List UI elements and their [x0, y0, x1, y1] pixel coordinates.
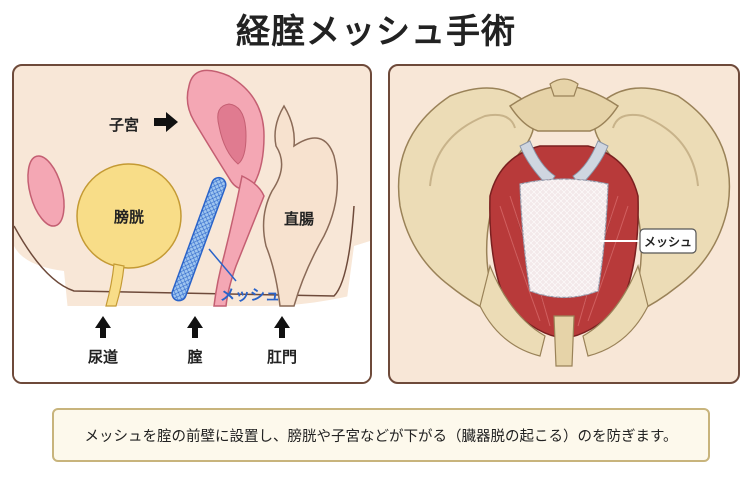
left-ischium-bone	[479, 264, 546, 357]
mesh-label-right: メッシュ	[644, 235, 692, 249]
anus-label: 肛門	[267, 348, 297, 366]
uterus-arrow-icon	[154, 112, 178, 132]
page-title: 経腟メッシュ手術	[236, 12, 516, 52]
pelvis-illustration-panel: メッシュ	[388, 64, 740, 384]
bladder-label: 膀胱	[114, 208, 144, 226]
mesh-pointer-line	[208, 248, 237, 282]
sagittal-diagram: 膀胱 直腸 メッシュ 子宮 尿道 腟 肛門	[14, 69, 370, 382]
pelvis-illustration: メッシュ	[397, 78, 731, 367]
mesh-sheet	[519, 178, 609, 299]
mesh-label: メッシュ	[220, 286, 280, 304]
sagittal-diagram-panel: 膀胱 直腸 メッシュ 子宮 尿道 腟 肛門	[12, 64, 372, 384]
rectum-label: 直腸	[284, 210, 314, 228]
urethra-label: 尿道	[88, 348, 118, 366]
bladder-shape	[76, 163, 182, 307]
anus-arrow-icon	[274, 316, 290, 338]
urethra-arrow-icon	[95, 316, 111, 338]
caption-text: メッシュを腟の前壁に設置し、膀胱や子宮などが下がる（臓器脱の起こる）のを防ぎます…	[84, 428, 678, 445]
coccyx-bone	[553, 315, 575, 367]
right-ischium-bone	[582, 264, 649, 357]
pubic-bone-shape	[27, 155, 65, 227]
vagina-label: 腟	[187, 348, 202, 366]
uterus-shape	[186, 69, 265, 190]
vagina-shape	[213, 174, 265, 307]
caption-box: メッシュを腟の前壁に設置し、膀胱や子宮などが下がる（臓器脱の起こる）のを防ぎます…	[52, 408, 710, 462]
rectum-shape	[262, 104, 339, 307]
mesh-label-box	[639, 228, 697, 254]
vagina-arrow-icon	[187, 316, 203, 338]
uterus-label: 子宮	[109, 116, 139, 134]
mesh-implant	[171, 176, 227, 302]
